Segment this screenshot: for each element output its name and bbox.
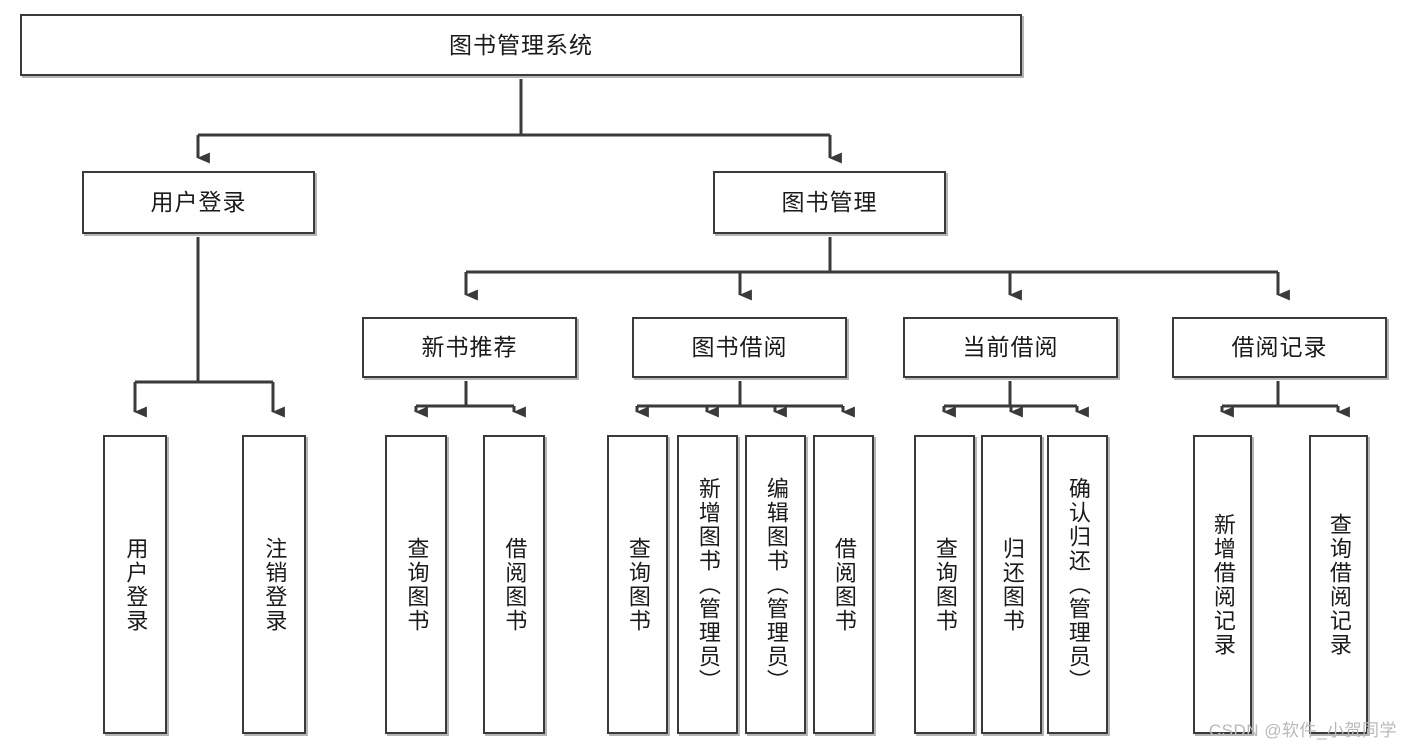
leaf-book-borrow-add-book-admin[interactable]: 新增图书（管理员） — [677, 435, 738, 734]
node-label: 新书推荐 — [421, 334, 518, 361]
node-label: 图书管理系统 — [449, 31, 593, 58]
leaf-new-book-query-book[interactable]: 查询图书 — [385, 435, 447, 734]
node-label: 归还图书 — [999, 536, 1025, 633]
leaf-user-login-logout[interactable]: 注销登录 — [242, 435, 306, 734]
node-user-login[interactable]: 用户登录 — [82, 171, 315, 234]
node-label: 查询借阅记录 — [1326, 512, 1352, 657]
node-label: 查询图书 — [932, 536, 958, 633]
leaf-new-book-borrow-book[interactable]: 借阅图书 — [483, 435, 545, 734]
leaf-current-borrow-query-book[interactable]: 查询图书 — [914, 435, 975, 734]
node-current-borrow[interactable]: 当前借阅 — [903, 317, 1118, 378]
node-label: 借阅图书 — [831, 536, 857, 633]
node-label: 借阅图书 — [502, 536, 528, 633]
node-label: 注销登录 — [262, 536, 288, 633]
node-label: 图书借阅 — [691, 334, 788, 361]
node-label: 图书管理 — [781, 189, 878, 216]
node-label: 用户登录 — [150, 189, 247, 216]
leaf-current-borrow-return-book[interactable]: 归还图书 — [981, 435, 1042, 734]
leaf-borrow-record-add-record[interactable]: 新增借阅记录 — [1193, 435, 1252, 734]
node-new-book-recommend[interactable]: 新书推荐 — [362, 317, 577, 378]
leaf-current-borrow-confirm-return-admin[interactable]: 确认归还（管理员） — [1047, 435, 1108, 734]
node-label: 新增借阅记录 — [1210, 512, 1236, 657]
node-label: 当前借阅 — [962, 334, 1059, 361]
node-label: 查询图书 — [625, 536, 651, 633]
leaf-user-login-login[interactable]: 用户登录 — [103, 435, 167, 734]
node-label: 借阅记录 — [1231, 334, 1328, 361]
node-label: 查询图书 — [404, 536, 430, 633]
node-label: 确认归还（管理员） — [1065, 476, 1091, 693]
node-label: 编辑图书（管理员） — [763, 476, 789, 693]
leaf-book-borrow-query-book[interactable]: 查询图书 — [607, 435, 668, 734]
leaf-borrow-record-query-record[interactable]: 查询借阅记录 — [1309, 435, 1368, 734]
node-label: 新增图书（管理员） — [695, 476, 721, 693]
node-book-management[interactable]: 图书管理 — [713, 171, 946, 234]
leaf-book-borrow-edit-book-admin[interactable]: 编辑图书（管理员） — [745, 435, 806, 734]
node-borrow-record[interactable]: 借阅记录 — [1172, 317, 1387, 378]
node-root-book-management-system[interactable]: 图书管理系统 — [20, 14, 1022, 76]
node-book-borrow[interactable]: 图书借阅 — [632, 317, 847, 378]
watermark: CSDN @软件_小贺同学 — [1208, 721, 1397, 740]
node-label: 用户登录 — [123, 536, 149, 633]
leaf-book-borrow-borrow-book[interactable]: 借阅图书 — [813, 435, 874, 734]
